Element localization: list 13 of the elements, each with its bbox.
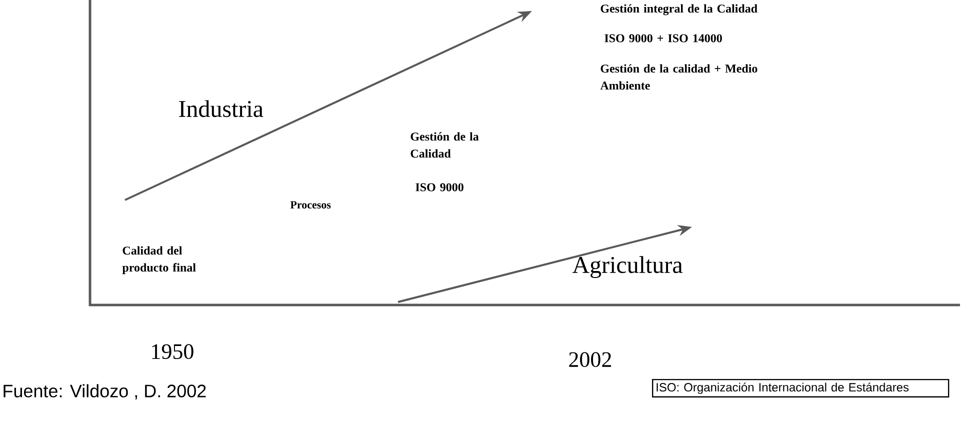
source-caption: Fuente: Vildozo , D. 2002	[4, 384, 206, 400]
text-label: 1950	[152, 344, 194, 360]
text-label: 2002	[569, 352, 611, 368]
text-label: Gestión de la Calidad	[410, 132, 479, 158]
text-label: ISO 9000	[416, 183, 464, 192]
text-label: Procesos	[290, 201, 331, 208]
text-label: ISO 9000 + ISO 14000	[604, 34, 722, 42]
text-label: Calidad del producto final	[122, 246, 196, 274]
text-label: Gestión de la calidad + Medio Ambiente	[600, 64, 758, 90]
note-box: ISO: Organización Internacional de Estándares	[652, 378, 950, 398]
text-label: Agricultura	[572, 256, 682, 278]
text-label: Industria	[179, 100, 264, 118]
text-label: Gestión integral de la Calidad	[600, 4, 758, 16]
